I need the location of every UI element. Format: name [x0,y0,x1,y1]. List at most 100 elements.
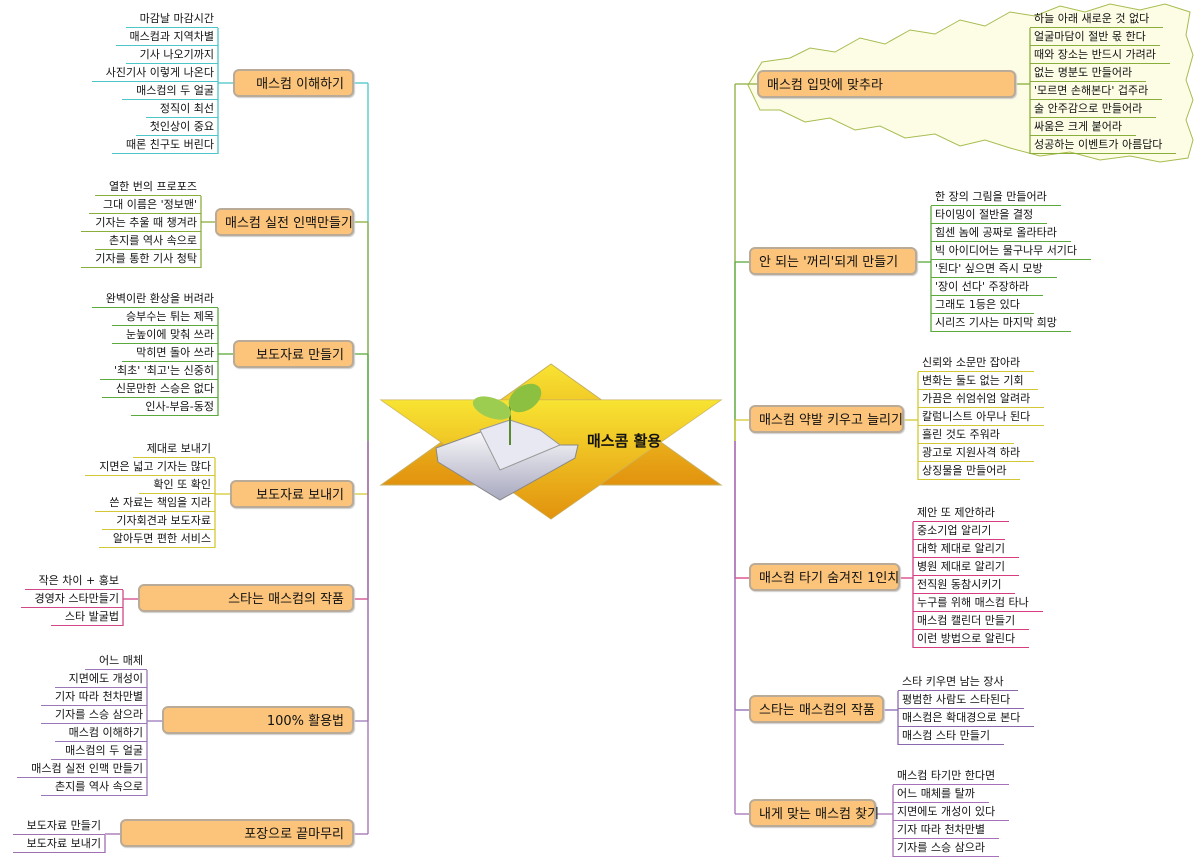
child-topic[interactable]: 매스컴 타기만 한다면 [893,767,1010,785]
central-topic[interactable]: 매스콤 활용 [587,432,662,450]
child-topic[interactable]: 기자 따라 천차만별 [41,688,147,706]
child-topic[interactable]: 지면에도 개성이 [54,670,147,688]
child-topic[interactable]: 매스컴 스타 만들기 [898,727,1004,745]
child-topic[interactable]: 경영자 스타만들기 [20,590,123,608]
child-topic[interactable]: 매스컴 캘린더 만들기 [913,612,1030,630]
child-topic[interactable]: 촌지를 역사 속으로 [95,232,201,250]
branch-node[interactable]: 포장으로 끝마무리 [120,819,354,847]
child-topic[interactable]: 기자는 추울 때 챙겨라 [81,214,201,232]
child-topic[interactable]: 사진기사 이렇게 나온다 [91,64,218,82]
child-topic[interactable]: 스타 키우면 남는 장사 [898,673,1018,691]
child-topic[interactable]: 대학 제대로 알리기 [913,540,1019,558]
child-topic[interactable]: 중소기업 알리기 [913,522,1006,540]
child-topic[interactable]: 변화는 둘도 없는 기회 [918,372,1038,390]
child-topic[interactable]: 병원 제대로 알리기 [913,558,1019,576]
child-topic[interactable]: 제대로 보내기 [132,440,215,458]
child-topic[interactable]: 그대 이름은 '정보맨' [88,196,201,214]
child-topic[interactable]: 열한 번의 프로포즈 [95,178,201,196]
branch-node[interactable]: 내게 맞는 매스컴 찾기 [749,799,879,827]
child-topic[interactable]: 쓴 자료는 책임을 지라 [95,494,215,512]
child-topic[interactable]: 보도자료 만들기 [12,817,105,835]
child-topic[interactable]: 첫인상이 중요 [135,118,218,136]
child-topic[interactable]: 인사-부음-동정 [131,398,218,416]
child-topic[interactable]: 승부수는 튀는 제목 [112,308,218,326]
child-topic[interactable]: '장이 선다' 주장하라 [931,278,1044,296]
child-topic[interactable]: 싸움은 크게 붙어라 [1030,118,1136,136]
child-topic[interactable]: 칼럼니스트 아무나 된다 [918,408,1045,426]
child-topic[interactable]: 매스컴 이해하기 [54,724,147,742]
branch-node[interactable]: 100% 활용법 [162,706,354,734]
child-topic[interactable]: '최초' '최고'는 신중히 [99,362,218,380]
branch-node[interactable]: 매스컴 약발 키우고 늘리기 [749,405,904,433]
child-topic[interactable]: 빅 아이디어는 물구나무 서기다 [931,242,1092,260]
child-topic[interactable]: 보도자료 보내기 [12,835,105,853]
child-topic[interactable]: 평범한 사람도 스타된다 [898,691,1025,709]
child-topic[interactable]: 매스컴 실전 인맥 만들기 [17,760,147,778]
branch-node[interactable]: 스타는 매스컴의 작품 [749,695,884,723]
child-topic[interactable]: 신뢰와 소문만 잡아라 [918,354,1035,372]
child-topic[interactable]: 완벽이란 환상을 버려라 [91,290,218,308]
child-topic[interactable]: 얼굴마담이 절반 몫 한다 [1030,28,1160,46]
child-topic[interactable]: 때와 장소는 반드시 가려라 [1030,46,1170,64]
child-topic[interactable]: 광고로 지원사격 하라 [918,444,1035,462]
child-topic[interactable]: 타이밍이 절반을 결정 [931,206,1048,224]
child-topic[interactable]: 어느 매체를 탈까 [893,785,989,803]
child-topic[interactable]: 때론 친구도 버린다 [112,136,218,154]
branch-node[interactable]: 스타는 매스컴의 작품 [138,584,354,612]
connector-lines [104,28,1031,857]
child-topic[interactable]: '된다' 싶으면 즉시 모방 [931,260,1057,278]
child-topic[interactable]: '모르면 손해본다' 겁주라 [1030,82,1163,100]
child-topic[interactable]: 알아두면 편한 서비스 [98,530,215,548]
branch-node[interactable]: 매스컴 타기 숨겨진 1인치 [749,563,900,591]
child-topic[interactable]: 어느 매체 [85,652,147,670]
child-topic[interactable]: 매스컴의 두 얼굴 [51,742,147,760]
child-topic[interactable]: 막히면 돌아 쓰라 [122,344,218,362]
branch-node[interactable]: 보도자료 만들기 [233,340,354,368]
child-topic[interactable]: 힘센 놈에 공짜로 올라타라 [931,224,1071,242]
child-topic[interactable]: 누구를 위해 매스컴 타나 [913,594,1043,612]
child-topic[interactable]: 지면은 넓고 기자는 많다 [85,458,215,476]
branch-node[interactable]: 보도자료 보내기 [230,480,354,508]
child-topic[interactable]: 시리즈 기사는 마지막 희망 [931,314,1071,332]
child-topic[interactable]: 상징물을 만들어라 [918,462,1021,480]
child-topic[interactable]: 기자를 스승 삼으라 [41,706,147,724]
child-topic[interactable]: 기자 따라 천차만별 [893,821,999,839]
child-topic[interactable]: 한 장의 그림을 만들어라 [931,188,1061,206]
child-topic[interactable]: 촌지를 역사 속으로 [41,778,147,796]
child-topic[interactable]: 제안 또 제안하라 [913,504,1009,522]
child-topic[interactable]: 작은 차이 + 홍보 [24,572,123,590]
child-topic[interactable]: 기자를 통한 기사 청탁 [81,250,201,268]
child-topic[interactable]: 정직이 최선 [145,100,218,118]
child-topic[interactable]: 가끔은 쉬엄쉬엄 알려라 [918,390,1045,408]
child-topic[interactable]: 확인 또 확인 [139,476,215,494]
child-topic[interactable]: 하늘 아래 새로운 것 없다 [1030,10,1164,28]
child-topic[interactable]: 매스컴과 지역차별 [115,28,218,46]
child-topic[interactable]: 성공하는 이벤트가 아름답다 [1030,136,1177,154]
child-topic[interactable]: 마감날 마감시간 [125,10,218,28]
child-topic[interactable]: 흘린 것도 주워라 [918,426,1014,444]
branch-node[interactable]: 매스컴 입맛에 맞추라 [757,70,1016,98]
child-topic[interactable]: 지면에도 개성이 있다 [893,803,1010,821]
child-topic[interactable]: 스타 발굴법 [50,608,123,626]
branch-node[interactable]: 매스컴 이해하기 [233,69,354,97]
branch-node[interactable]: 안 되는 '꺼리'되게 만들기 [749,247,917,275]
child-topic[interactable]: 없는 명분도 만들어라 [1030,64,1147,82]
child-topic[interactable]: 술 안주감으로 만들어라 [1030,100,1157,118]
child-topic[interactable]: 매스컴의 두 얼굴 [122,82,218,100]
child-topic[interactable]: 눈높이에 맞춰 쓰라 [112,326,218,344]
branch-node[interactable]: 매스컴 실전 인맥만들기 [215,208,354,236]
child-topic[interactable]: 이런 방법으로 알린다 [913,630,1030,648]
child-topic[interactable]: 기자를 스승 삼으라 [893,839,999,857]
child-topic[interactable]: 전직원 동참시키기 [913,576,1016,594]
child-topic[interactable]: 기사 나오기까지 [125,46,218,64]
child-topic[interactable]: 그래도 1등은 있다 [931,296,1034,314]
child-topic[interactable]: 기자회견과 보도자료 [102,512,215,530]
child-topic[interactable]: 매스컴은 확대경으로 본다 [898,709,1035,727]
child-topic[interactable]: 신문만한 스승은 없다 [101,380,218,398]
